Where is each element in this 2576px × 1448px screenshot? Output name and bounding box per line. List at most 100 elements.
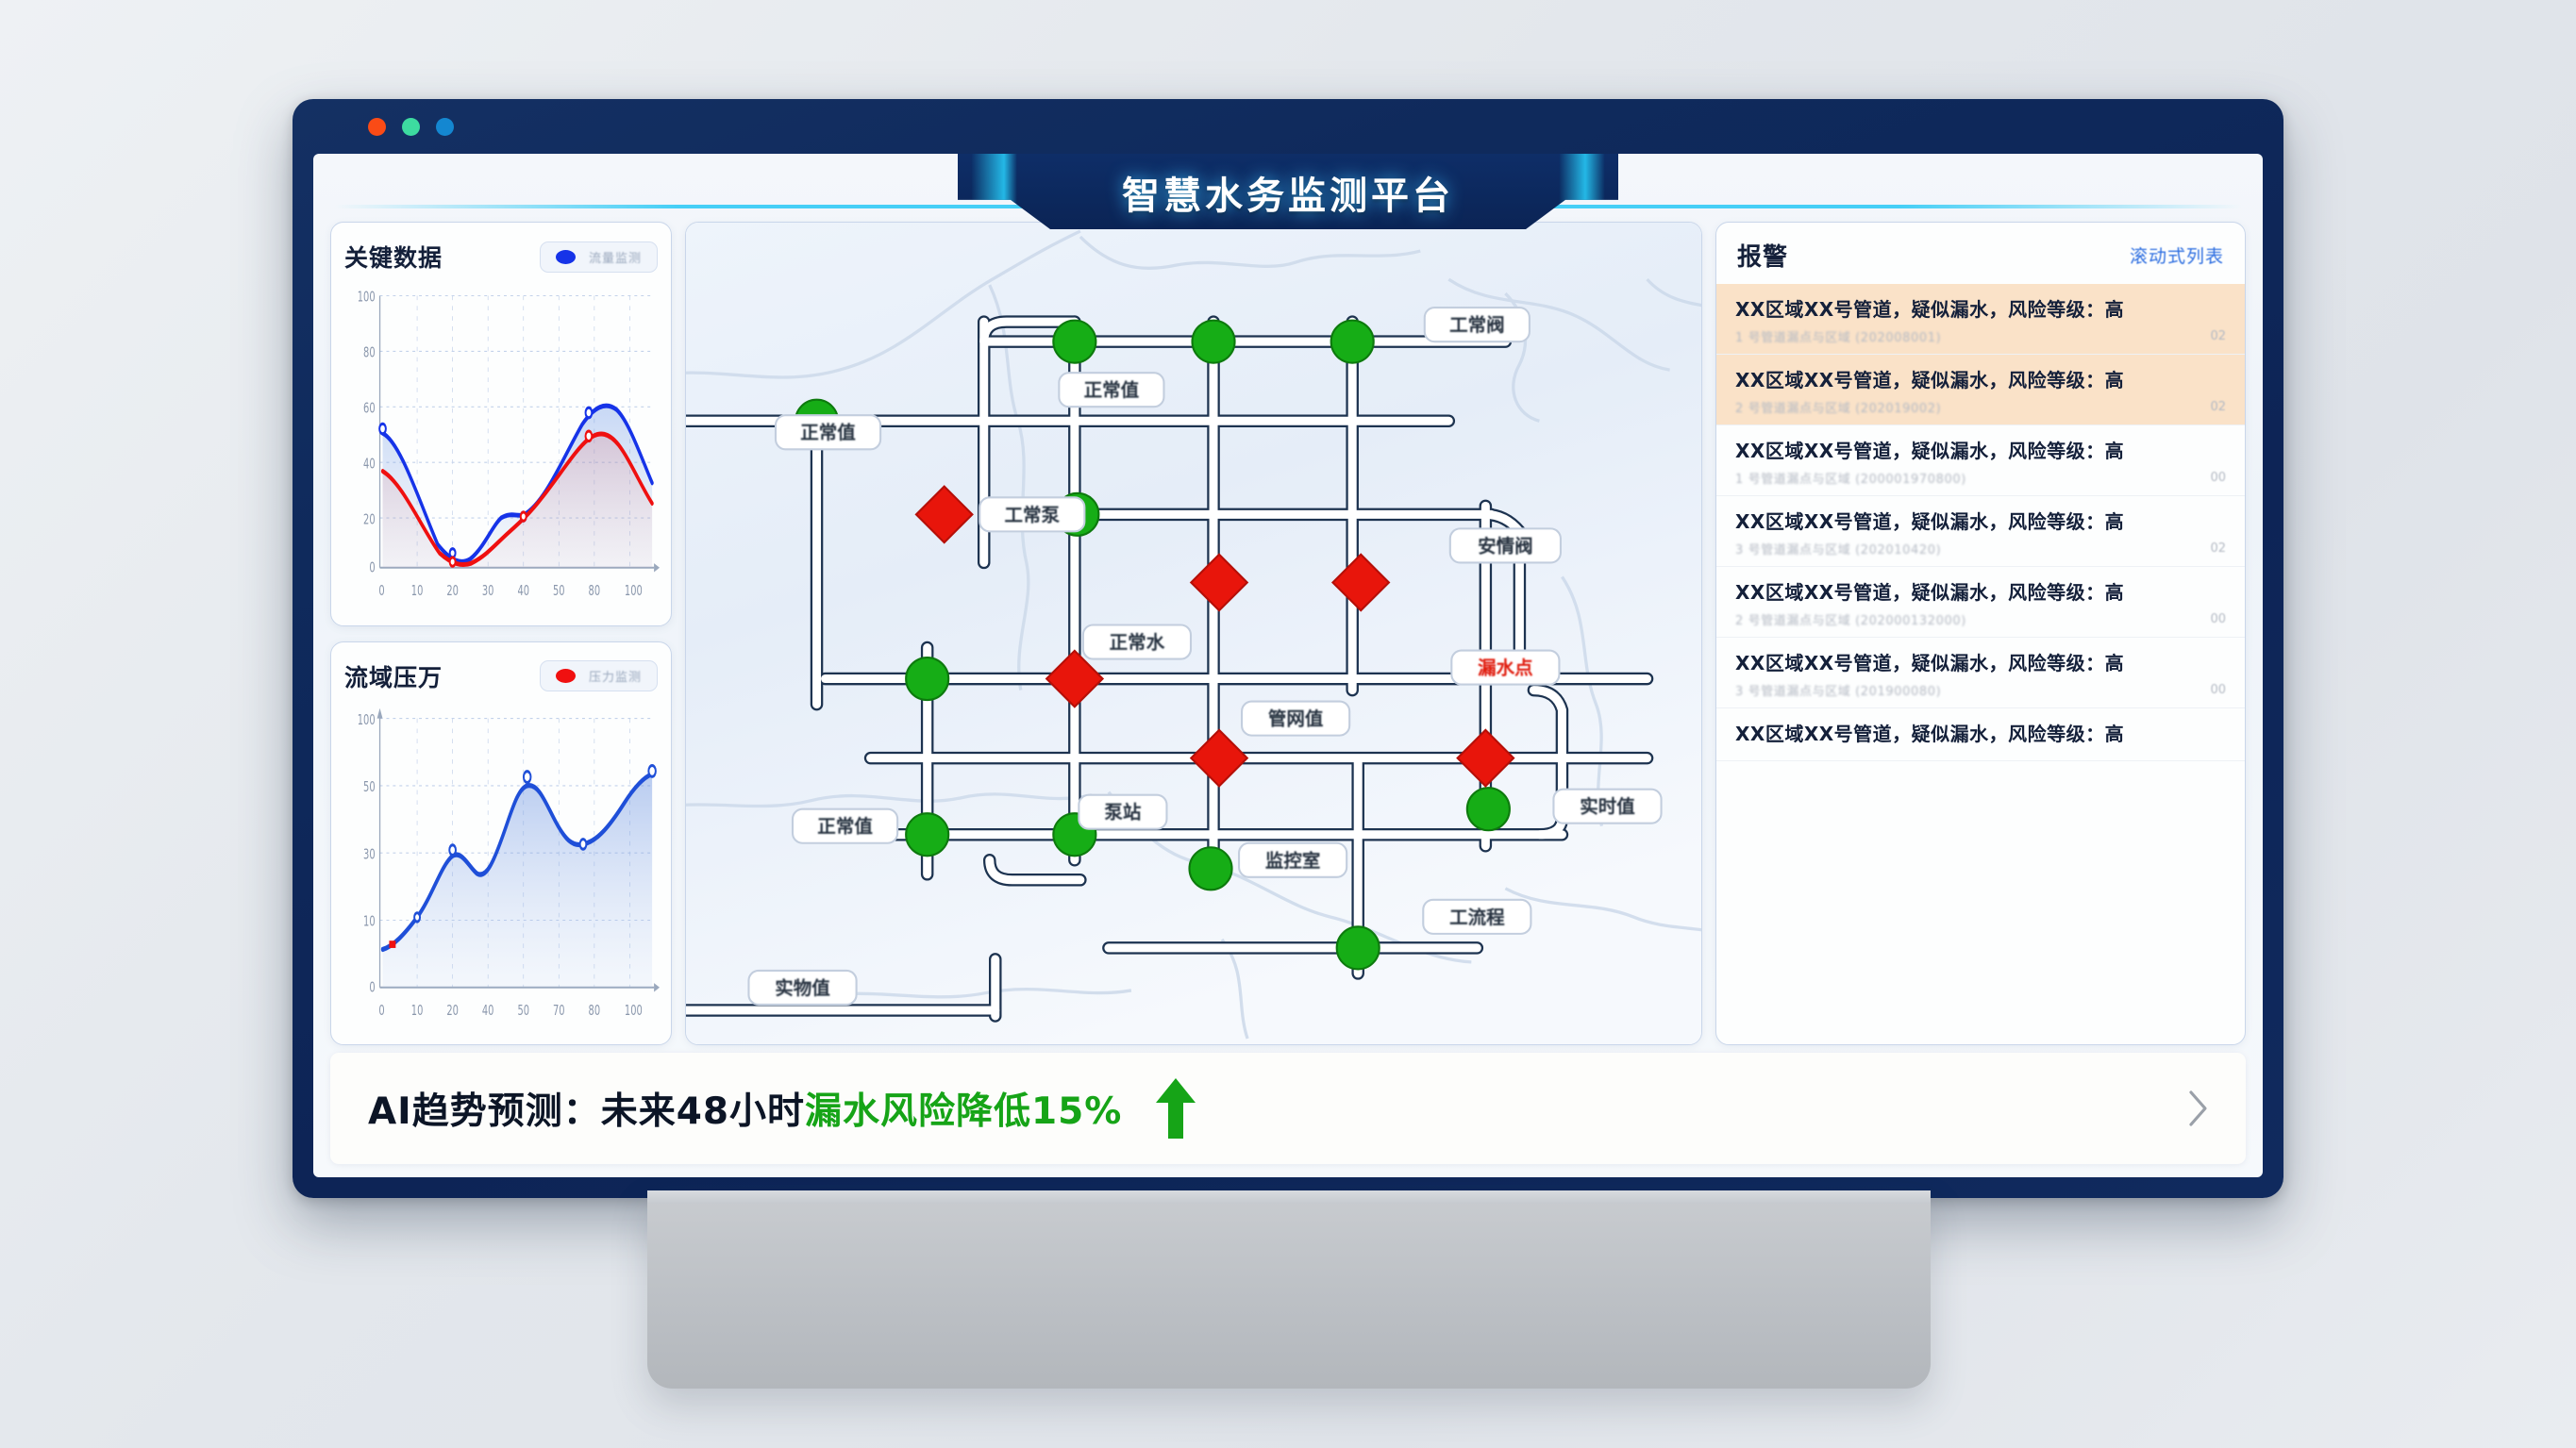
key-data-plot: 100 80 60 40 20 0 0 10 20 <box>344 281 661 618</box>
chart-legend[interactable]: 压力监测 <box>539 660 658 691</box>
chart-header: 关键数据 流量监测 <box>344 238 658 275</box>
svg-text:50: 50 <box>517 1003 529 1020</box>
alarm-panel-header: 报警 滚动式列表 <box>1716 223 2245 284</box>
normal-node-marker[interactable] <box>905 812 950 857</box>
map-node-label: 实物值 <box>747 969 858 1007</box>
map-node-label: 正常水 <box>1081 624 1193 660</box>
legend-swatch-blue <box>555 249 576 264</box>
alarm-message: XX区域XX号管道，疑似漏水，风险等级：高 <box>1735 298 2125 321</box>
leak-node-marker[interactable] <box>1189 728 1249 788</box>
svg-text:30: 30 <box>363 846 376 863</box>
minimize-button[interactable] <box>402 118 420 136</box>
ai-prediction-bar[interactable]: AI趋势预测：未来48小时漏水风险降低15% <box>330 1053 2246 1164</box>
map-label-group: 正常值正常值工常阀工常泵安情阀正常水漏水点管网值正常值泵站监控室实时值工流程实物… <box>747 307 1663 1007</box>
alarm-meta-detail: 1 号管道漏点与区域 (200001970800) <box>1735 473 1966 487</box>
normal-node-marker[interactable] <box>1335 925 1380 971</box>
chart-title: 流域压万 <box>344 663 443 691</box>
alarm-message: XX区域XX号管道，疑似漏水，风险等级：高 <box>1735 369 2125 391</box>
window-titlebar <box>313 99 2263 154</box>
svg-text:100: 100 <box>625 583 643 600</box>
normal-node-marker[interactable] <box>1188 846 1233 891</box>
leak-node-marker[interactable] <box>1045 649 1105 708</box>
svg-text:工常泵: 工常泵 <box>1005 504 1061 525</box>
screen: 智慧水务监测平台 关键数据 流量监测 <box>313 154 2263 1177</box>
alarm-row[interactable]: XX区域XX号管道，疑似漏水，风险等级：高 1 号管道漏点与区域 (2000019… <box>1716 425 2245 496</box>
close-button[interactable] <box>368 118 386 136</box>
leak-node-marker[interactable] <box>1456 728 1515 788</box>
map-node-label: 实时值 <box>1552 788 1663 824</box>
alarm-meta-count: 02 <box>2210 329 2226 343</box>
map-node-label: 工流程 <box>1422 898 1532 935</box>
legend-label: 压力监测 <box>588 671 642 685</box>
svg-text:监控室: 监控室 <box>1265 850 1321 872</box>
alarm-message: XX区域XX号管道，疑似漏水，风险等级：高 <box>1735 440 2125 462</box>
svg-text:10: 10 <box>363 913 376 930</box>
svg-text:80: 80 <box>589 1003 601 1020</box>
pipeline-map[interactable]: 正常值正常值工常阀工常泵安情阀正常水漏水点管网值正常值泵站监控室实时值工流程实物… <box>685 222 1702 1045</box>
alarm-meta-detail: 1 号管道漏点与区域 (202008001) <box>1735 331 1942 345</box>
svg-text:30: 30 <box>482 583 494 600</box>
chevron-right-icon[interactable] <box>2185 1087 2212 1130</box>
normal-node-marker[interactable] <box>1191 319 1236 364</box>
window-controls[interactable] <box>368 118 454 136</box>
svg-text:正常值: 正常值 <box>817 816 873 838</box>
map-node-label: 安情阀 <box>1448 527 1562 564</box>
leak-node-marker[interactable] <box>1189 553 1249 612</box>
svg-text:40: 40 <box>363 456 376 473</box>
svg-text:0: 0 <box>369 979 375 996</box>
alarm-meta: 3 号管道漏点与区域 (202010420)02 <box>1735 540 2226 558</box>
alarm-meta: 1 号管道漏点与区域 (202008001) 02 <box>1735 327 2226 345</box>
normal-node-marker[interactable] <box>1330 319 1375 364</box>
alarm-panel-title: 报警 <box>1737 243 1789 272</box>
banner-glow <box>958 154 1618 229</box>
maximize-button[interactable] <box>436 118 454 136</box>
svg-text:0: 0 <box>378 583 384 600</box>
map-node-label: 管网值 <box>1241 700 1351 737</box>
monitor-stand-lip <box>647 1190 1931 1204</box>
alarm-row[interactable]: XX区域XX号管道，疑似漏水，风险等级：高 <box>1716 708 2245 761</box>
map-node-label: 正常值 <box>1058 372 1165 408</box>
svg-text:工常阀: 工常阀 <box>1449 314 1505 336</box>
svg-text:40: 40 <box>482 1003 494 1020</box>
alarm-meta-count: 00 <box>2210 683 2226 697</box>
chart-header: 流域压万 压力监测 <box>344 657 658 695</box>
map-node-label: 漏水点 <box>1450 649 1561 686</box>
leak-node-group[interactable] <box>914 485 1515 788</box>
svg-text:50: 50 <box>553 583 565 600</box>
svg-text:实物值: 实物值 <box>775 977 830 999</box>
svg-text:漏水点: 漏水点 <box>1478 657 1533 679</box>
normal-node-marker[interactable] <box>1465 787 1511 832</box>
svg-text:20: 20 <box>446 583 459 600</box>
alarm-meta-count: 02 <box>2210 400 2226 414</box>
leak-node-marker[interactable] <box>1330 553 1391 612</box>
normal-node-group[interactable] <box>794 319 1511 971</box>
svg-text:100: 100 <box>625 1003 643 1020</box>
alarm-meta-count: 00 <box>2210 471 2226 485</box>
map-node-label: 工常泵 <box>979 496 1086 533</box>
leak-node-marker[interactable] <box>914 485 974 544</box>
legend-swatch-red <box>555 669 576 683</box>
normal-node-marker[interactable] <box>1052 319 1097 364</box>
svg-text:正常值: 正常值 <box>800 422 856 443</box>
svg-text:50: 50 <box>363 778 376 795</box>
legend-label: 流量监测 <box>588 251 642 266</box>
map-node-label: 泵站 <box>1078 793 1168 830</box>
alarm-meta: 2 号管道漏点与区域 (202019002) 02 <box>1735 398 2226 416</box>
scrolling-list-link[interactable]: 滚动式列表 <box>2129 246 2224 267</box>
alarm-list[interactable]: XX区域XX号管道，疑似漏水，风险等级：高 1 号管道漏点与区域 (2020080… <box>1716 284 2245 1044</box>
alarm-row[interactable]: XX区域XX号管道，疑似漏水，风险等级：高 1 号管道漏点与区域 (2020080… <box>1716 284 2245 355</box>
alarm-row[interactable]: XX区域XX号管道，疑似漏水，风险等级：高 2 号管道漏点与区域 (2020190… <box>1716 355 2245 425</box>
alarm-meta-count: 02 <box>2210 541 2226 556</box>
alarm-meta-detail: 2 号管道漏点与区域 (202000132000) <box>1735 614 1966 628</box>
alarm-meta-detail: 2 号管道漏点与区域 (202019002) <box>1735 402 1942 416</box>
alarm-meta: 2 号管道漏点与区域 (202000132000)00 <box>1735 610 2226 628</box>
alarm-panel: 报警 滚动式列表 XX区域XX号管道，疑似漏水，风险等级：高 1 号管道漏点与区域… <box>1715 222 2246 1045</box>
trend-up-arrow-icon <box>1156 1078 1196 1139</box>
chart-legend[interactable]: 流量监测 <box>539 241 658 273</box>
svg-text:40: 40 <box>517 583 529 600</box>
normal-node-marker[interactable] <box>905 656 950 702</box>
svg-text:70: 70 <box>553 1003 565 1020</box>
